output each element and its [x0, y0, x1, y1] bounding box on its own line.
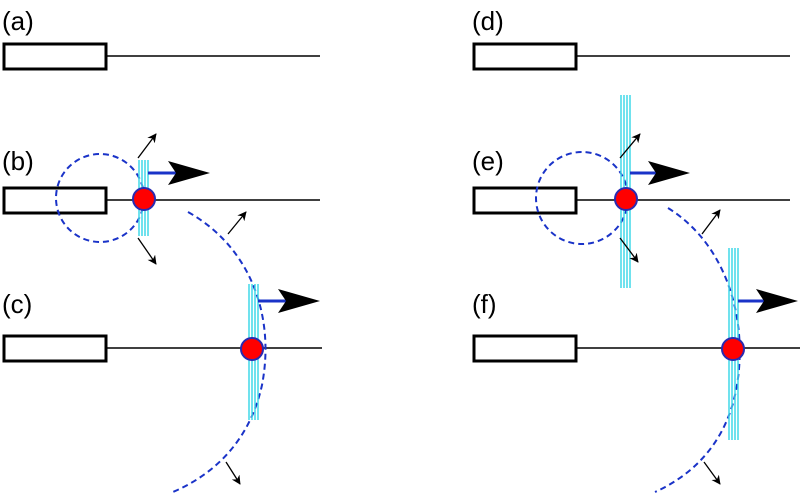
small-arrow-up — [701, 209, 721, 235]
velocity-arrow-head — [278, 289, 320, 313]
small-arrow-down — [703, 461, 721, 485]
particle — [614, 187, 638, 211]
particle — [240, 337, 264, 361]
velocity-arrow-head — [168, 161, 210, 185]
small-arrow-up — [137, 133, 157, 159]
particle — [132, 187, 156, 211]
source-box — [2, 42, 108, 71]
small-arrow-down — [137, 237, 157, 265]
source-box — [472, 186, 578, 215]
source-box — [472, 334, 578, 363]
small-arrow-down — [619, 237, 639, 263]
source-box — [2, 334, 108, 363]
panel-c — [2, 211, 322, 493]
small-arrow-up — [619, 133, 641, 159]
panel-b — [2, 133, 320, 265]
small-arrow-down — [225, 461, 241, 485]
panel-label-a: (a) — [2, 6, 34, 36]
panel-label-d: (d) — [472, 6, 504, 36]
panel-a — [2, 42, 320, 71]
panel-e — [472, 95, 790, 288]
velocity-arrow-head — [756, 289, 798, 313]
panel-label-c: (c) — [2, 289, 32, 319]
velocity-arrow-head — [648, 161, 690, 185]
particle — [721, 337, 745, 361]
wavefront-arc — [172, 211, 267, 493]
panel-label-e: (e) — [472, 146, 504, 176]
panel-label-f: (f) — [472, 289, 497, 319]
wavefront-arc — [654, 207, 741, 493]
source-box — [2, 186, 108, 215]
small-arrow-up — [227, 211, 247, 235]
panel-d — [472, 42, 790, 71]
source-box — [472, 42, 578, 71]
panel-label-b: (b) — [2, 146, 34, 176]
panel-f — [472, 207, 800, 493]
